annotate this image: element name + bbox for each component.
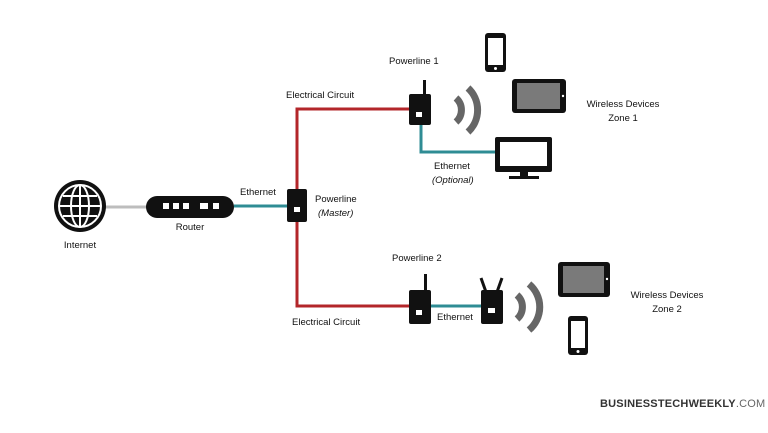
electrical-circuit-bottom <box>295 222 410 308</box>
internet-label: Internet <box>63 240 97 251</box>
ethernet-optional-label: (Optional) <box>432 175 474 186</box>
ethernet-main-label: Ethernet <box>240 187 276 198</box>
wifi-signal-icon <box>453 85 482 135</box>
powerline-1-label: Powerline 1 <box>389 56 439 67</box>
wifi-signal-icon <box>514 281 544 333</box>
ethernet-zone1-label: Ethernet <box>434 161 470 172</box>
zone1-ethernet-cable <box>419 124 495 154</box>
smartphone-icon <box>568 316 588 355</box>
powerline-2-icon <box>409 274 431 324</box>
powerline-master-icon <box>287 189 307 222</box>
powerline-1-icon <box>409 80 431 125</box>
zone2-devices-label: Wireless Devices <box>630 290 704 301</box>
wireless-access-point-icon <box>479 277 504 324</box>
smartphone-icon <box>485 33 506 72</box>
tablet-icon <box>512 79 566 113</box>
router-label: Router <box>175 222 205 233</box>
electrical-circuit-top-label: Electrical Circuit <box>286 90 355 101</box>
globe-icon <box>54 180 106 232</box>
electrical-circuit-bottom-label: Electrical Circuit <box>292 317 361 328</box>
ethernet-zone2-label: Ethernet <box>437 312 473 323</box>
brand-domain: .COM <box>735 398 766 410</box>
powerline-master-label: Powerline <box>315 194 357 205</box>
brand-watermark: BUSINESSTECHWEEKLY.COM <box>600 398 765 410</box>
powerline-2-label: Powerline 2 <box>392 253 442 264</box>
monitor-icon <box>495 137 552 179</box>
zone2-name-label: Zone 2 <box>652 304 682 315</box>
zone1-name-label: Zone 1 <box>608 113 638 124</box>
brand-name: BUSINESSTECHWEEKLY <box>600 398 736 410</box>
zone1-devices-label: Wireless Devices <box>586 99 660 110</box>
router-icon <box>146 196 234 218</box>
tablet-icon <box>558 262 610 297</box>
electrical-circuit-top <box>295 107 410 190</box>
powerline-master-sublabel: (Master) <box>318 208 354 219</box>
